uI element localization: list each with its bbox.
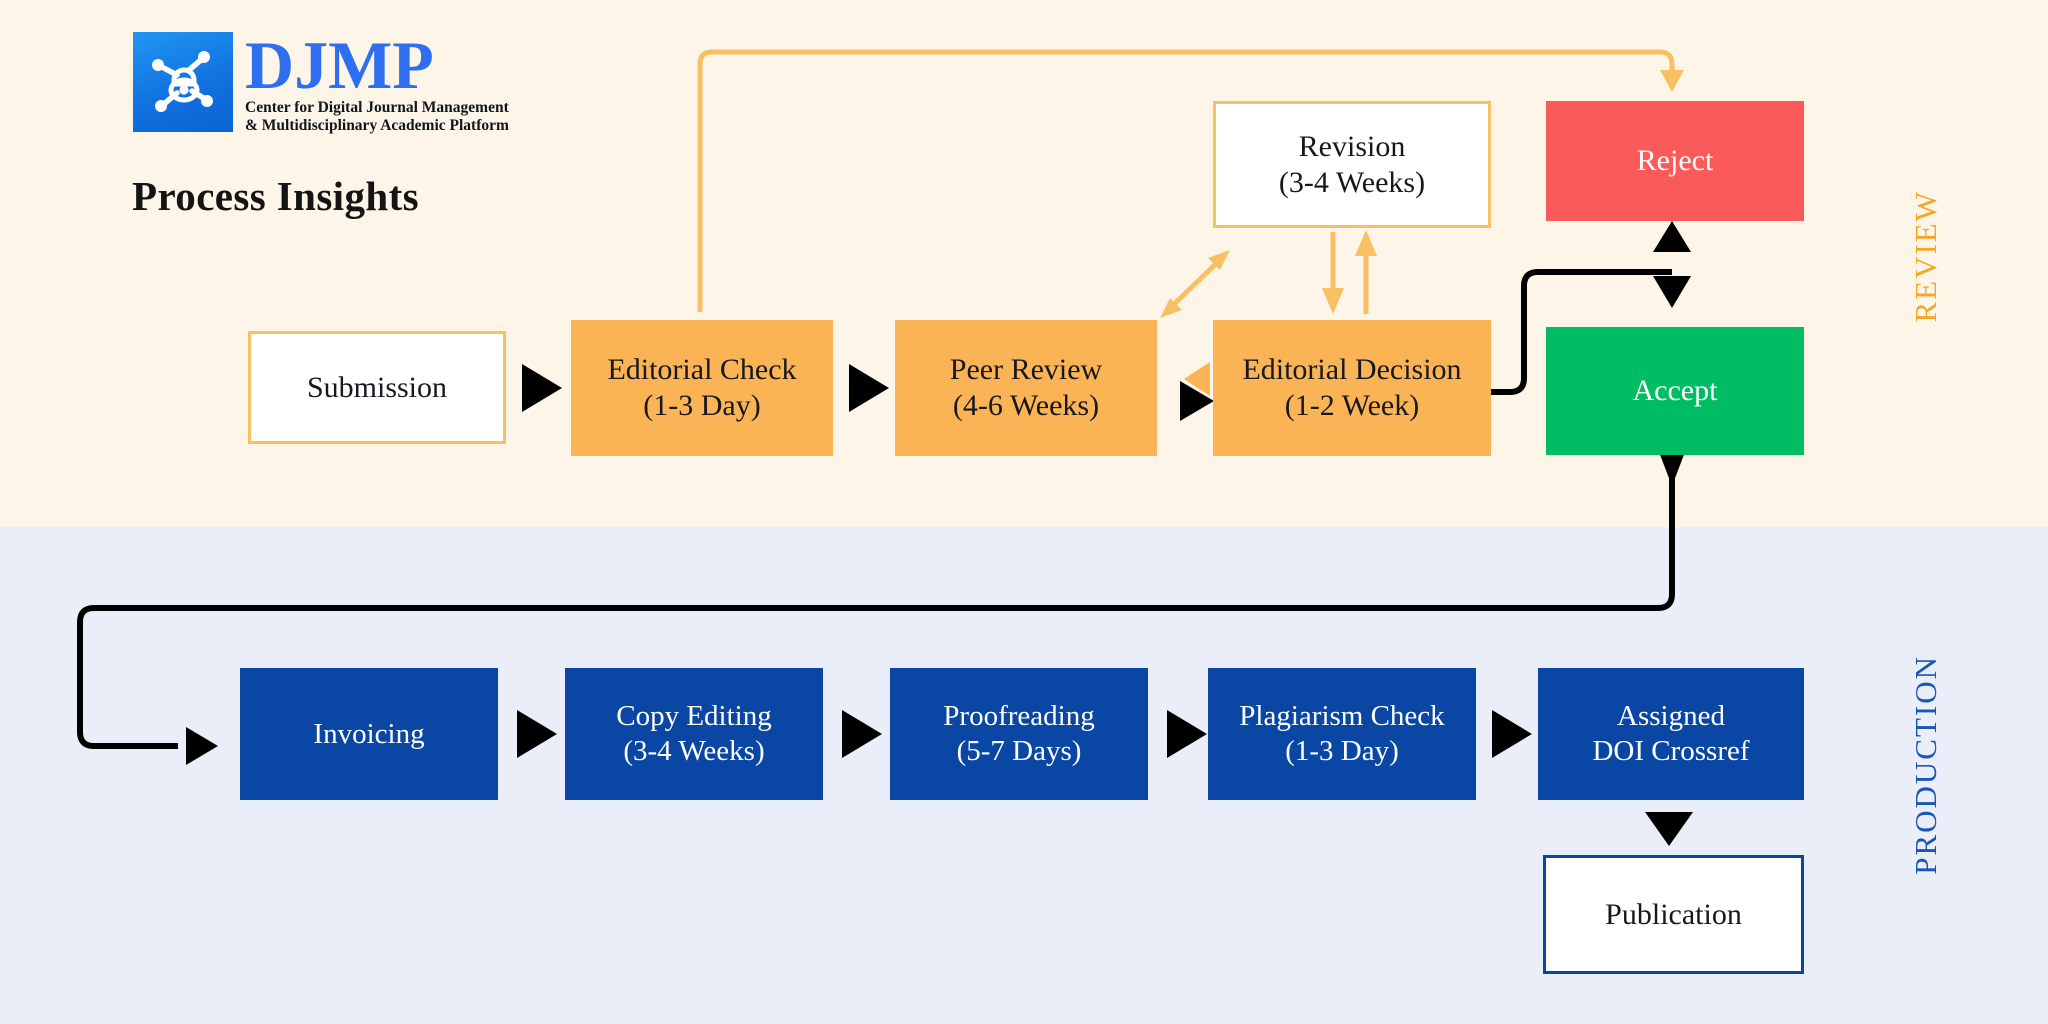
brand-tagline-line2: & Multidisciplinary Academic Platform [245, 116, 509, 134]
node-invoicing-label: Invoicing [313, 717, 425, 750]
band-label-production: PRODUCTION [1908, 655, 1943, 875]
page-title: Process Insights [132, 173, 419, 219]
brand-tagline-line1: Center for Digital Journal Management [245, 98, 509, 116]
node-editorial-check-label: Editorial Check (1-3 Day) [607, 353, 797, 422]
node-publication-label: Publication [1605, 897, 1742, 931]
molecule-network-icon [133, 32, 233, 132]
node-editorial-decision[interactable]: Editorial Decision (1-2 Week) [1213, 320, 1491, 456]
node-accept[interactable]: Accept [1546, 327, 1804, 455]
node-copy-editing-label: Copy Editing (3-4 Weeks) [616, 700, 772, 767]
band-label-review: REVIEW [1908, 190, 1943, 323]
node-reject[interactable]: Reject [1546, 101, 1804, 221]
node-assigned-doi[interactable]: Assigned DOI Crossref [1538, 668, 1804, 800]
node-reject-label: Reject [1636, 144, 1714, 177]
node-editorial-check[interactable]: Editorial Check (1-3 Day) [571, 320, 833, 456]
node-plagiarism-check[interactable]: Plagiarism Check (1-3 Day) [1208, 668, 1476, 800]
node-peer-review-label: Peer Review (4-6 Weeks) [949, 353, 1103, 422]
node-publication[interactable]: Publication [1543, 855, 1804, 974]
node-revision[interactable]: Revision (3-4 Weeks) [1213, 101, 1491, 228]
node-submission[interactable]: Submission [248, 331, 506, 444]
node-accept-label: Accept [1632, 374, 1718, 407]
node-plagiarism-check-label: Plagiarism Check (1-3 Day) [1239, 700, 1445, 767]
node-submission-label: Submission [306, 370, 448, 404]
node-proofreading-label: Proofreading (5-7 Days) [943, 700, 1095, 767]
node-assigned-doi-label: Assigned DOI Crossref [1592, 700, 1750, 767]
brand-logo: DJMP Center for Digital Journal Manageme… [133, 27, 509, 135]
node-revision-label: Revision (3-4 Weeks) [1278, 129, 1426, 199]
node-copy-editing[interactable]: Copy Editing (3-4 Weeks) [565, 668, 823, 800]
node-peer-review[interactable]: Peer Review (4-6 Weeks) [895, 320, 1157, 456]
node-editorial-decision-label: Editorial Decision (1-2 Week) [1242, 353, 1462, 422]
brand-wordmark: DJMP [245, 27, 434, 103]
node-proofreading[interactable]: Proofreading (5-7 Days) [890, 668, 1148, 800]
node-invoicing[interactable]: Invoicing [240, 668, 498, 800]
